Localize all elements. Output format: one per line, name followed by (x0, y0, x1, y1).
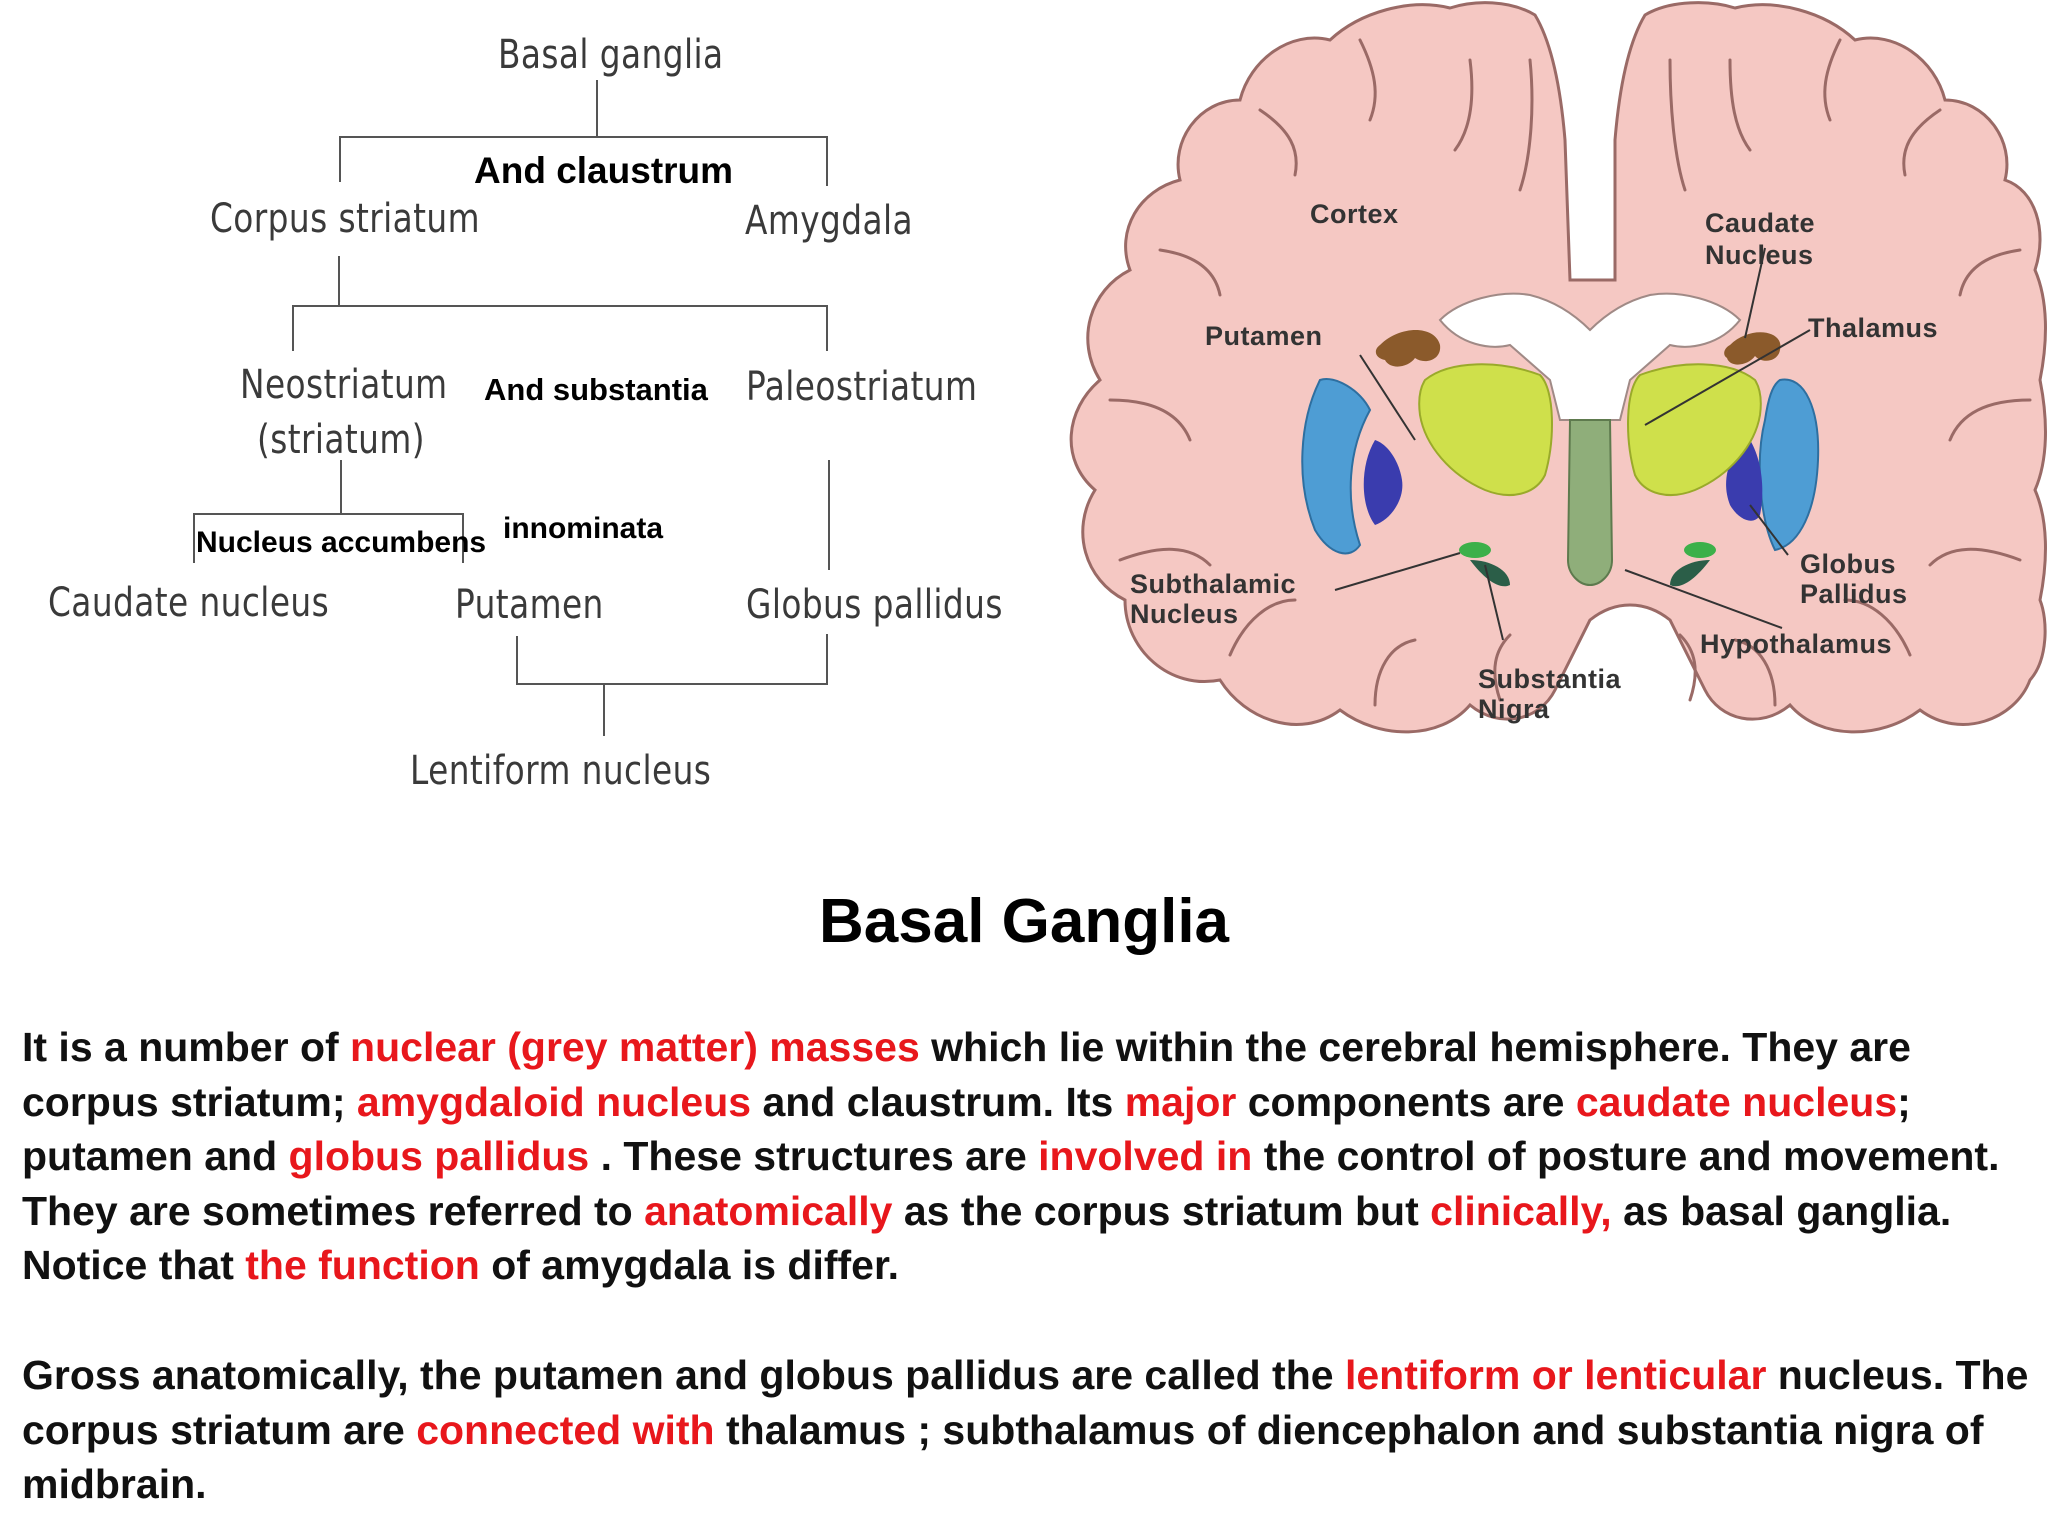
connector (603, 684, 605, 736)
text: as the corpus striatum but (892, 1187, 1431, 1234)
subthalamic-nucleus-right (1684, 542, 1716, 558)
note-innominata: innominata (503, 512, 664, 545)
text: . These structures are (589, 1133, 1039, 1179)
connector (826, 634, 828, 685)
label-cortex: Cortex (1310, 199, 1399, 229)
lateral-ventricles (1438, 292, 1742, 421)
text: nucleus. The corpus striatum are (22, 1352, 2029, 1453)
connector (339, 136, 828, 138)
connector (462, 513, 464, 563)
node-lentiform-nucleus: Lentiform nucleus (410, 748, 712, 794)
connector (516, 683, 828, 685)
connector (292, 305, 294, 351)
node-striatum: (striatum) (257, 417, 425, 463)
caudate-nucleus-left (1375, 330, 1441, 367)
text: It is a number of (22, 1024, 351, 1070)
substantia-nigra-left (1470, 560, 1510, 587)
highlight: involved in (1038, 1133, 1253, 1179)
connector (193, 513, 195, 563)
highlight: globus pallidus (288, 1133, 590, 1179)
leader-lines (1334, 247, 1811, 641)
label-thalamus: Thalamus (1808, 313, 1938, 343)
label-caudate-1: Caudate (1705, 208, 1815, 238)
highlight: caudate nucleus (1575, 1078, 1898, 1125)
paragraph-definition: It is a number of nuclear (grey matter) … (22, 1020, 2032, 1293)
label-caudate-2: Nucleus (1705, 240, 1814, 270)
text: Gross anatomically, the putamen and glob… (22, 1352, 1345, 1398)
label-subthalamic-2: Nucleus (1130, 599, 1239, 629)
node-putamen: Putamen (455, 582, 604, 628)
highlight: clinically, (1430, 1187, 1612, 1234)
connector (516, 636, 518, 684)
text: of amygdala is differ. (479, 1242, 900, 1288)
connector (338, 256, 340, 306)
label-substantia-2: Nigra (1478, 694, 1550, 724)
connector (826, 305, 828, 351)
highlight: amygdaloid nucleus (356, 1078, 752, 1125)
brain-coronal-section: Cortex Caudate Nucleus Thalamus Putamen … (1069, 1, 2047, 734)
text: and claustrum. Its (751, 1078, 1125, 1125)
note-nucleus-accumbens: Nucleus accumbens (196, 526, 487, 559)
putamen-right (1758, 378, 1820, 552)
subthalamic-nucleus-left (1459, 542, 1491, 558)
text: components are (1236, 1078, 1576, 1125)
text: which lie within the cerebral hemisphere… (22, 1024, 1911, 1125)
paragraph-gross-anatomy: Gross anatomically, the putamen and glob… (22, 1348, 2032, 1512)
connector (596, 80, 598, 136)
connector (193, 513, 464, 515)
connector (292, 305, 828, 307)
node-corpus-striatum: Corpus striatum (210, 196, 480, 242)
label-hypothalamus: Hypothalamus (1700, 629, 1892, 659)
globus-pallidus-left (1363, 440, 1403, 525)
page-title: Basal Ganglia (818, 887, 1230, 956)
connector (828, 460, 830, 570)
putamen-left (1301, 378, 1372, 555)
text: the control of posture and movement. The… (22, 1133, 2000, 1234)
third-ventricle (1566, 419, 1614, 587)
label-substantia-1: Substantia (1478, 664, 1622, 694)
highlight: the function (245, 1242, 480, 1288)
caudate-nucleus-right (1724, 332, 1781, 365)
highlight: major (1124, 1078, 1237, 1125)
connector (340, 460, 342, 514)
node-amygdala: Amygdala (745, 198, 914, 244)
note-and-claustrum: And claustrum (474, 150, 734, 191)
label-globus-1: Globus (1800, 549, 1896, 579)
node-caudate-nucleus: Caudate nucleus (48, 580, 330, 626)
connector (339, 136, 341, 182)
substantia-nigra-right (1670, 560, 1710, 587)
gyri-folds (1108, 38, 2032, 707)
text: thalamus ; subthalamus of diencephalon a… (22, 1406, 1984, 1508)
label-subthalamic-1: Subthalamic (1130, 569, 1296, 599)
highlight: lentiform or lenticular (1344, 1352, 1767, 1398)
thalamus-right (1627, 363, 1762, 496)
node-paleostriatum: Paleostriatum (746, 364, 978, 410)
node-globus-pallidus: Globus pallidus (746, 582, 1003, 628)
label-putamen: Putamen (1205, 321, 1323, 351)
label-globus-2: Pallidus (1800, 579, 1908, 609)
node-basal-ganglia: Basal ganglia (498, 32, 724, 78)
text: as basal ganglia. Notice that (22, 1187, 1952, 1289)
node-neostriatum: Neostriatum (240, 362, 448, 408)
connector (826, 136, 828, 186)
thalamus-left (1418, 363, 1553, 496)
highlight: connected with (416, 1406, 715, 1453)
note-and-substantia: And substantia (484, 372, 708, 407)
highlight: anatomically (644, 1187, 893, 1234)
text: ; putamen and (22, 1078, 1911, 1180)
highlight: nuclear (grey matter) masses (350, 1024, 920, 1070)
